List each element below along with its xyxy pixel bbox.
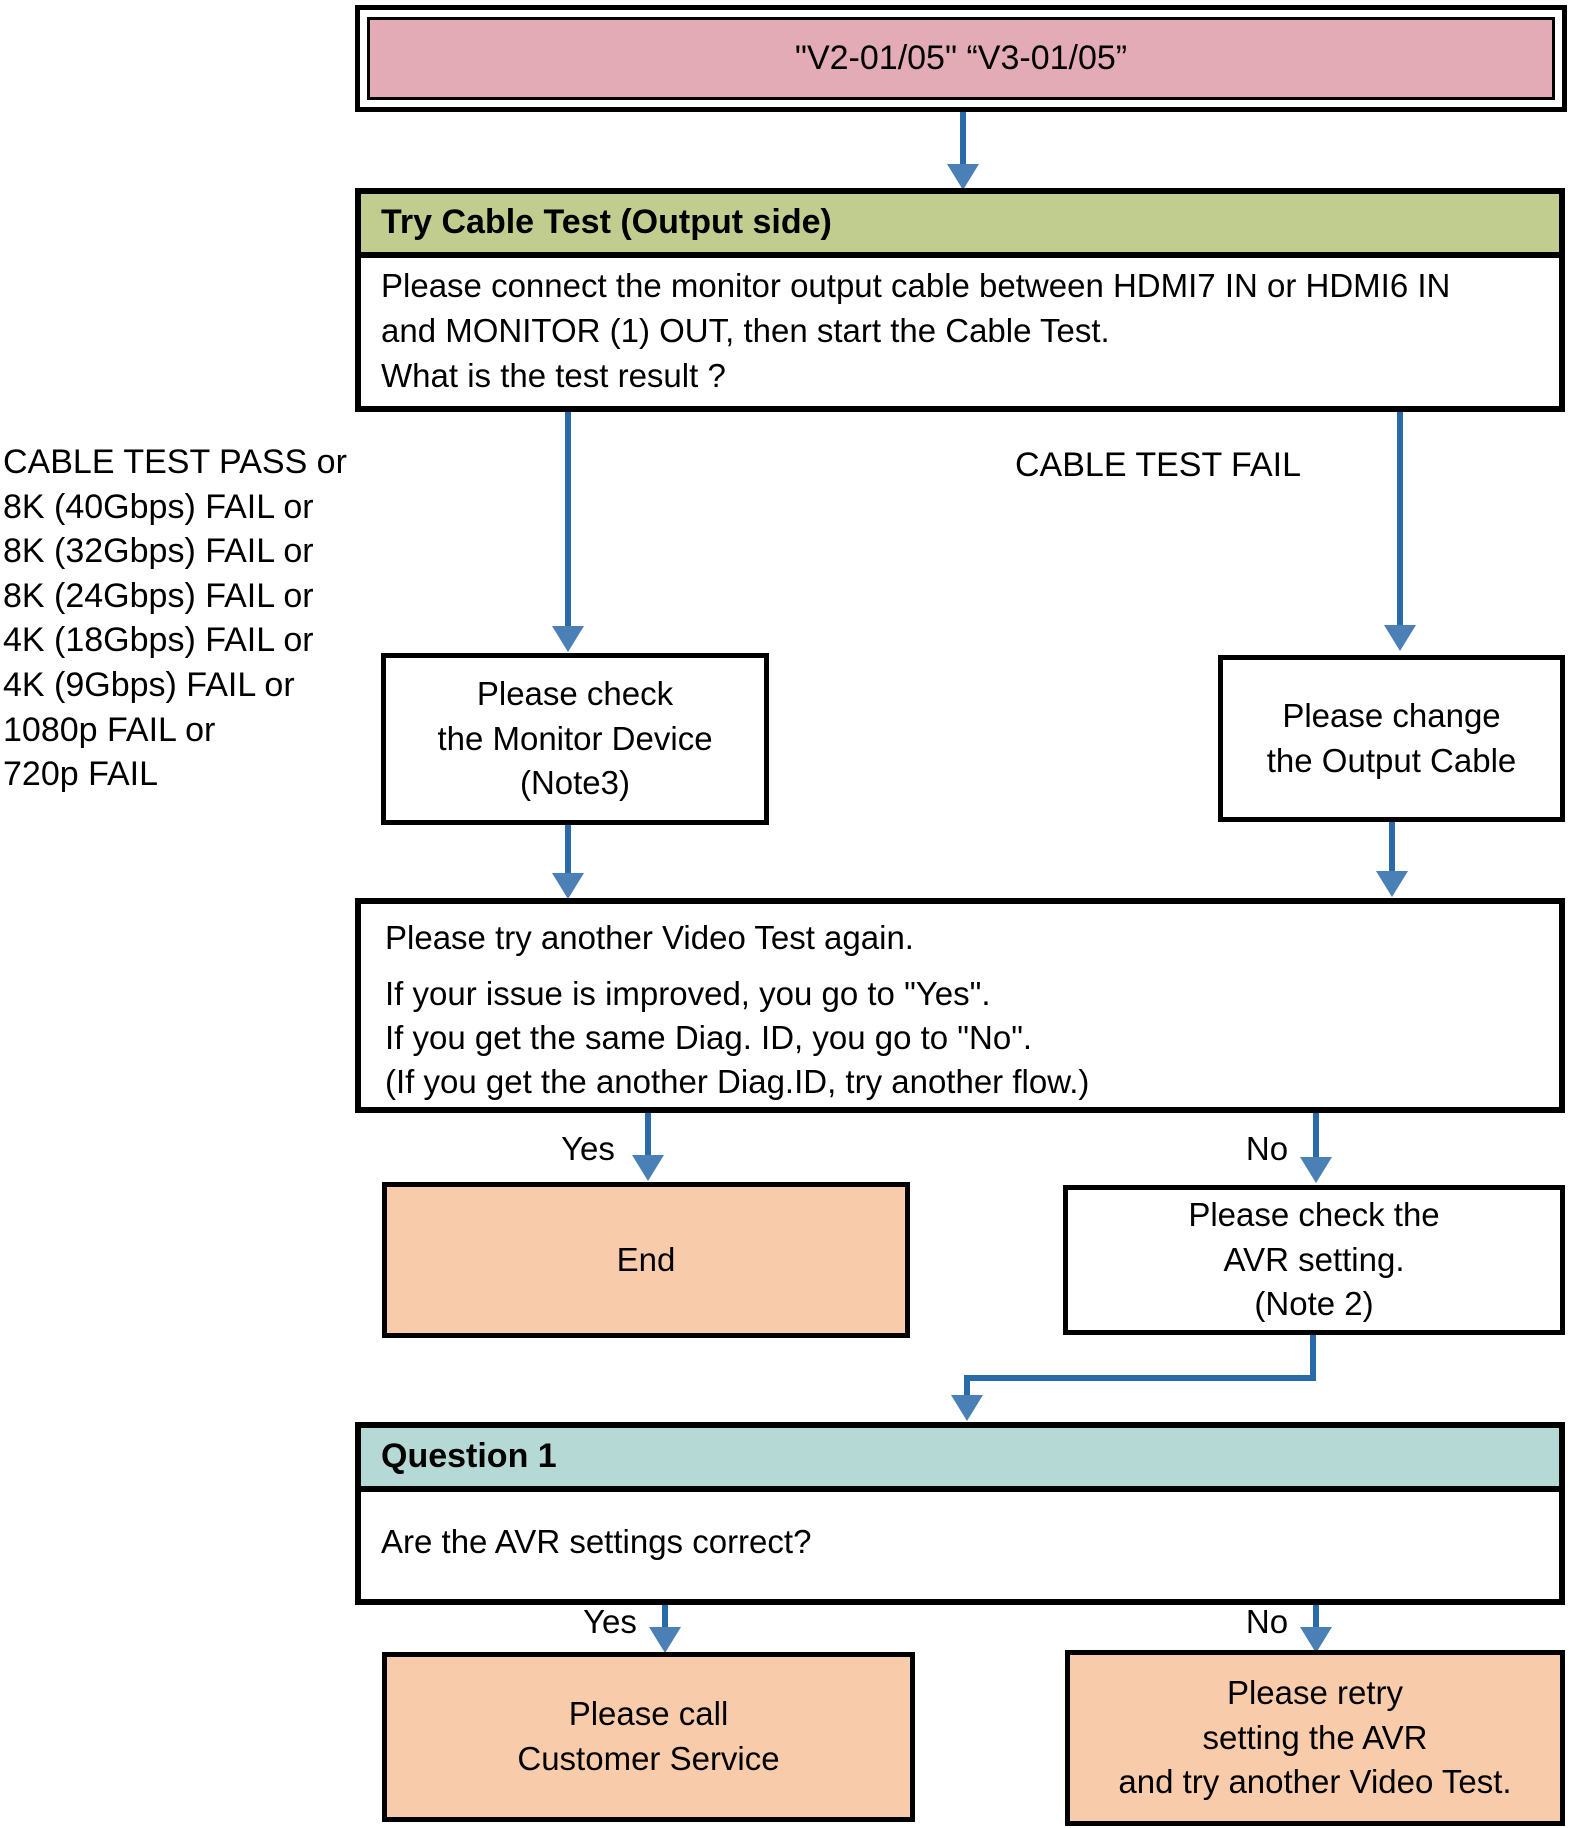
connector-question1-to-callservice-line	[662, 1605, 668, 1629]
question1-box: Question 1 Are the AVR settings correct?	[355, 1422, 1565, 1605]
retry-line: setting the AVR	[1202, 1718, 1428, 1756]
call-service-line: Please call	[568, 1695, 729, 1733]
arrow-down-icon	[552, 626, 584, 652]
check-monitor-box: Please check the Monitor Device (Note3)	[381, 653, 769, 825]
call-service-box: Please call Customer Service	[382, 1652, 915, 1822]
arrow-down-icon	[1300, 1627, 1332, 1653]
connector-cabletest-to-monitor-line	[565, 412, 571, 628]
title-box: "V2-01/05" “V3-01/05”	[355, 5, 1567, 112]
arrow-down-icon	[947, 164, 979, 190]
arrow-down-icon	[1376, 871, 1408, 897]
connector-question1-to-retry-line	[1313, 1605, 1319, 1629]
video-test-line: If your issue is improved, you go to "Ye…	[385, 975, 991, 1012]
change-cable-line: Please change	[1282, 696, 1501, 734]
check-monitor-line: (Note3)	[519, 764, 631, 802]
pass-branch-label-line: 8K (40Gbps) FAIL or	[3, 487, 314, 526]
connector-monitor-to-videotest-line	[565, 825, 571, 875]
connector-videotest-to-avr-line	[1313, 1113, 1319, 1159]
avr-check-line: AVR setting.	[1223, 1240, 1405, 1278]
retry-box: Please retry setting the AVR and try ano…	[1065, 1650, 1565, 1826]
arrow-down-icon	[649, 1627, 681, 1653]
retry-line: and try another Video Test.	[1118, 1763, 1512, 1801]
call-service-line: Customer Service	[517, 1740, 780, 1777]
connector-avr-to-question1-seg3	[964, 1375, 970, 1397]
cable-test-header: Try Cable Test (Output side)	[361, 194, 1559, 258]
cable-test-box: Try Cable Test (Output side) Please conn…	[355, 188, 1565, 412]
question1-header-text: Question 1	[381, 1437, 557, 1476]
change-cable-box: Please change the Output Cable	[1218, 655, 1565, 822]
pass-branch-label-line: 4K (9Gbps) FAIL or	[3, 665, 295, 704]
cable-test-header-text: Try Cable Test (Output side)	[381, 203, 832, 242]
check-monitor-line: the Monitor Device	[437, 719, 713, 757]
check-monitor-line: Please check	[476, 675, 674, 713]
cable-test-body-line: What is the test result ?	[381, 356, 726, 394]
avr-check-line: Please check the	[1188, 1196, 1440, 1234]
pass-branch-label-line: 4K (18Gbps) FAIL or	[3, 621, 314, 660]
change-cable-line: the Output Cable	[1266, 741, 1517, 779]
end-box-text: End	[616, 1240, 676, 1278]
avr-check-box: Please check the AVR setting. (Note 2)	[1063, 1185, 1565, 1335]
arrow-down-icon	[1300, 1157, 1332, 1183]
arrow-down-icon	[951, 1395, 983, 1421]
arrow-down-icon	[1384, 625, 1416, 651]
title-text: "V2-01/05" “V3-01/05”	[794, 39, 1128, 77]
video-test-line: Please try another Video Test again.	[385, 919, 914, 956]
cable-test-body-line: Please connect the monitor output cable …	[381, 267, 1451, 304]
pass-branch-label-line: 720p FAIL	[3, 755, 159, 794]
end-box: End	[382, 1182, 910, 1338]
fail-branch-label: CABLE TEST FAIL	[1015, 446, 1301, 484]
connector-title-to-cabletest-line	[960, 112, 966, 166]
pass-branch-label-line: 8K (24Gbps) FAIL or	[3, 576, 314, 615]
video-test-box: Please try another Video Test again. If …	[355, 898, 1565, 1113]
pass-branch-label: CABLE TEST PASS or 8K (40Gbps) FAIL or 8…	[3, 440, 347, 797]
arrow-down-icon	[632, 1155, 664, 1181]
no-label: No	[1245, 1603, 1289, 1640]
question1-body: Are the AVR settings correct?	[381, 1523, 812, 1561]
connector-videotest-to-end-line	[645, 1113, 651, 1157]
connector-avr-to-question1-seg2	[964, 1375, 1316, 1381]
avr-check-line: (Note 2)	[1254, 1285, 1374, 1323]
yes-label: Yes	[561, 1130, 615, 1167]
no-label: No	[1245, 1130, 1289, 1167]
connector-avr-to-question1-seg1	[1310, 1335, 1316, 1381]
video-test-line: (If you get the another Diag.ID, try ano…	[385, 1063, 1090, 1100]
pass-branch-label-line: 8K (32Gbps) FAIL or	[3, 532, 314, 571]
connector-cable-to-videotest-line	[1389, 822, 1395, 873]
yes-label: Yes	[583, 1603, 637, 1640]
retry-line: Please retry	[1226, 1674, 1404, 1712]
title-box-fill: "V2-01/05" “V3-01/05”	[367, 17, 1555, 100]
video-test-line: If you get the same Diag. ID, you go to …	[385, 1019, 1033, 1056]
connector-cabletest-to-cable-line	[1397, 412, 1403, 625]
arrow-down-icon	[552, 873, 584, 899]
cable-test-body-line: and MONITOR (1) OUT, then start the Cabl…	[381, 311, 1110, 349]
question1-header: Question 1	[361, 1428, 1559, 1492]
pass-branch-label-line: 1080p FAIL or	[3, 710, 216, 749]
pass-branch-label-line: CABLE TEST PASS or	[3, 443, 347, 481]
cable-test-body: Please connect the monitor output cable …	[361, 258, 1559, 405]
